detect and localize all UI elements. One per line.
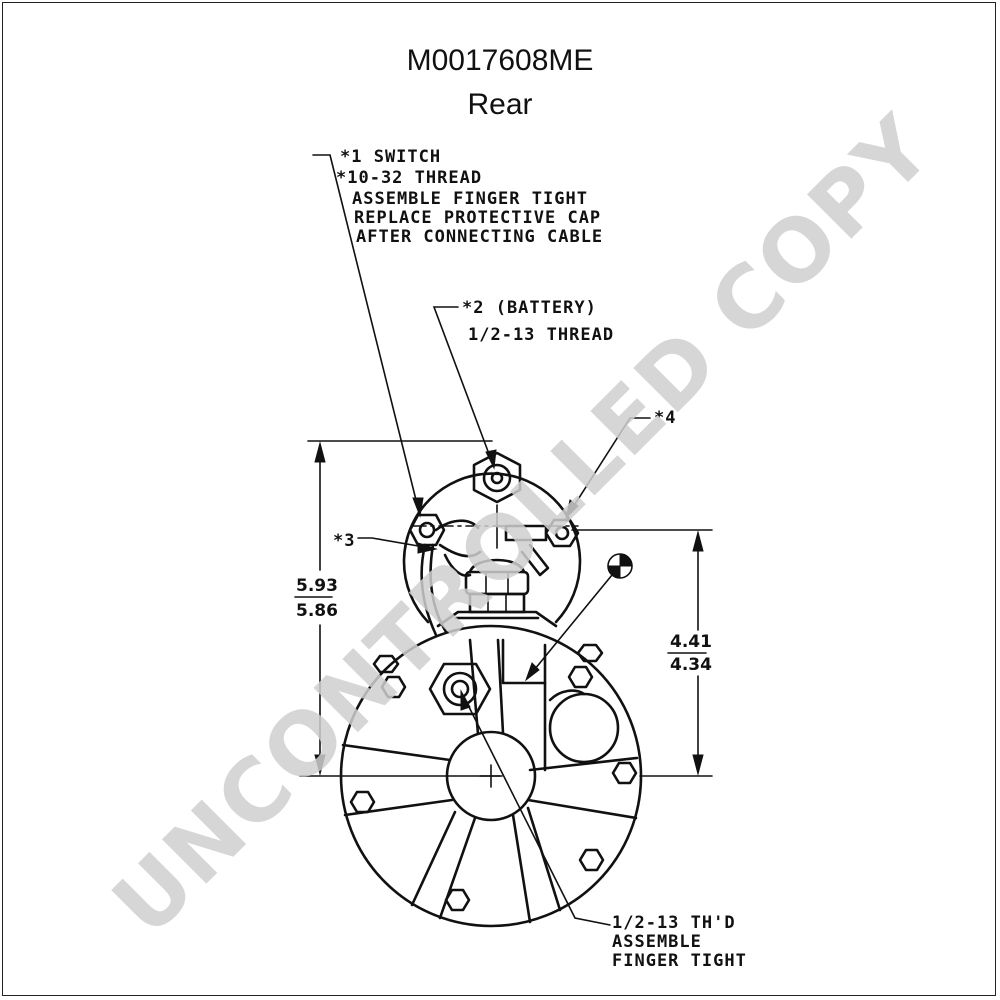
overall-height-dimension: 5.93 5.86: [294, 440, 501, 777]
plunger-nut: [464, 558, 530, 614]
brush-holder: [501, 638, 547, 772]
arrowhead-up-right: [692, 530, 704, 552]
battery-terminal: [472, 451, 522, 504]
arrowhead-up: [314, 441, 326, 463]
center-height-max: 4.41: [670, 632, 712, 652]
rib-bottom-left: [410, 810, 477, 920]
overall-height-max: 5.93: [296, 576, 338, 596]
mount-thread-note: 1/2-13 TH'D ASSEMBLE FINGER TIGHT: [612, 913, 747, 971]
switch-note-line-3: ASSEMBLE FINGER TIGHT: [352, 189, 588, 209]
mount-note-line-1: 1/2-13 TH'D: [612, 913, 736, 933]
rib-left: [341, 743, 454, 817]
ground-symbol-icon: [607, 553, 633, 579]
solenoid-bracket: [436, 610, 558, 628]
solenoid-housing: [402, 472, 582, 624]
arrowhead-down: [314, 754, 326, 776]
view-label: Rear: [467, 88, 533, 121]
terminal-4-label: *4: [654, 408, 676, 428]
motor-end-plate: [339, 624, 643, 928]
battery-note-line-2: 1/2-13 THREAD: [468, 325, 614, 345]
switch-note: *1 SWITCH *10-32 THREAD ASSEMBLE FINGER …: [336, 147, 603, 247]
bearing-boss: [445, 730, 537, 822]
solenoid: [402, 451, 582, 637]
battery-note: *2 (BATTERY) 1/2-13 THREAD: [462, 298, 614, 345]
terminal-3-label: *3: [333, 531, 355, 551]
part-number-title: M0017608ME: [406, 44, 594, 77]
switch-note-line-4: REPLACE PROTECTIVE CAP: [354, 208, 601, 228]
switch-cable: [420, 543, 438, 637]
mount-note-line-2: ASSEMBLE: [612, 932, 702, 952]
rib-right: [526, 756, 639, 820]
switch-terminal: [408, 513, 480, 547]
arrowhead-down-right: [692, 754, 704, 776]
center-height-dimension: 4.41 4.34: [571, 529, 713, 777]
motor-housing: [339, 624, 643, 928]
switch-note-line-1: *1 SWITCH: [340, 147, 441, 167]
terminal-4-nut: [504, 518, 580, 577]
mounting-stud: [428, 662, 492, 716]
center-height-min: 4.34: [670, 655, 712, 675]
battery-note-line-1: *2 (BATTERY): [462, 298, 597, 318]
mount-note-line-3: FINGER TIGHT: [612, 951, 747, 971]
rib-top: [468, 638, 505, 736]
terminal-3-strap: [438, 543, 482, 558]
switch-note-line-2: *10-32 THREAD: [336, 168, 482, 188]
overall-height-min: 5.86: [296, 601, 338, 621]
inspection-port: [548, 692, 620, 764]
perimeter-bolts: [349, 643, 638, 912]
rib-bottom-right: [511, 806, 562, 924]
leader-lines: [312, 154, 651, 926]
switch-note-line-5: AFTER CONNECTING CABLE: [356, 227, 603, 247]
